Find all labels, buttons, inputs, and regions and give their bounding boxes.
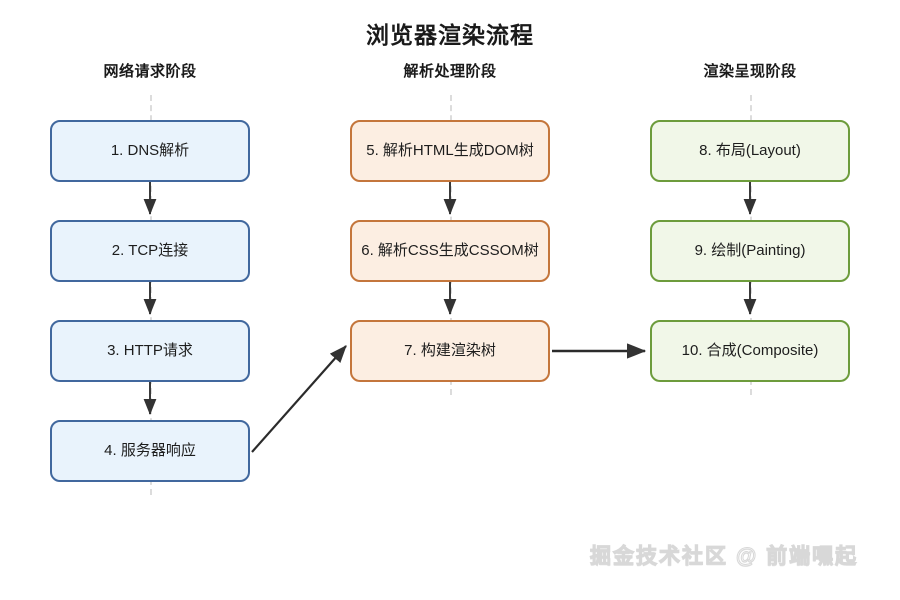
node-layout[interactable]: 8. 布局(Layout) (650, 120, 850, 182)
column-header-network: 网络请求阶段 (103, 63, 197, 80)
node-http-request[interactable]: 3. HTTP请求 (50, 320, 250, 382)
node-parse-html-dom[interactable]: 5. 解析HTML生成DOM树 (350, 120, 550, 182)
page-title: 浏览器渲染流程 (366, 22, 534, 48)
node-dns-resolution[interactable]: 1. DNS解析 (50, 120, 250, 182)
node-composite[interactable]: 10. 合成(Composite) (650, 320, 850, 382)
node-painting[interactable]: 9. 绘制(Painting) (650, 220, 850, 282)
node-parse-css-cssom[interactable]: 6. 解析CSS生成CSSOM树 (350, 220, 550, 282)
edge-n4-n7 (251, 345, 347, 453)
node-build-render-tree[interactable]: 7. 构建渲染树 (350, 320, 550, 382)
node-server-response[interactable]: 4. 服务器响应 (50, 420, 250, 482)
watermark: 掘金技术社区 @ 前端嘿起 (589, 545, 859, 569)
lane-divider-network (150, 95, 152, 495)
column-header-parsing: 解析处理阶段 (403, 63, 497, 80)
column-header-painting: 渲染呈现阶段 (703, 63, 797, 80)
node-tcp-connection[interactable]: 2. TCP连接 (50, 220, 250, 282)
